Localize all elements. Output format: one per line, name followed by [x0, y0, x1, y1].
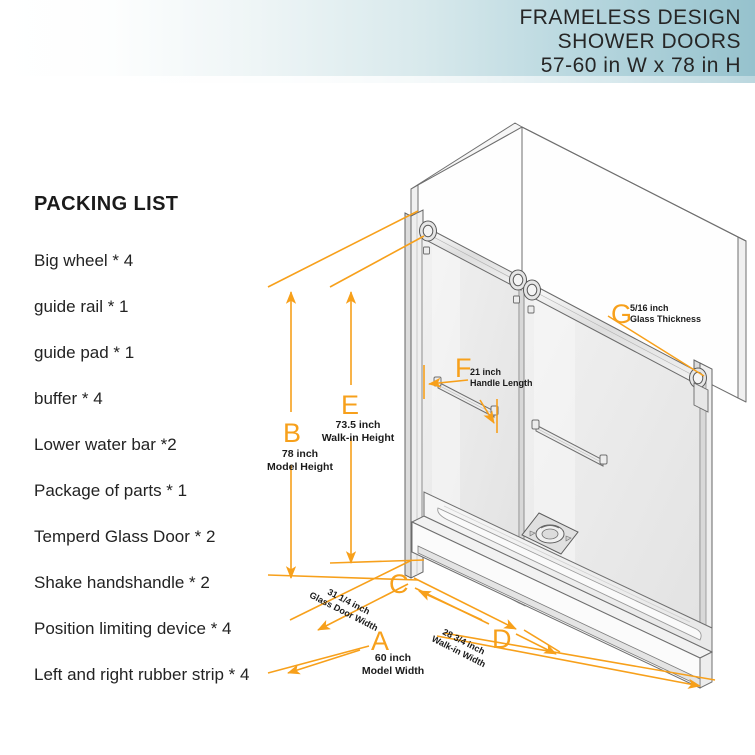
dimension-letter-c: C — [389, 569, 409, 599]
dimension-letter-e: E — [341, 390, 360, 420]
dimension-label-a: 60 inch Model Width — [349, 652, 437, 677]
list-item: buffer * 4 — [34, 389, 103, 408]
dimension-label-g: 5/16 inch Glass Thickness — [630, 303, 702, 325]
packing-list: Big wheel * 4 guide rail * 1 guide pad *… — [34, 238, 354, 698]
shake-handshandle-right — [531, 419, 608, 467]
dimension-name-g: Glass Thickness — [630, 314, 702, 324]
dimension-letter-f: F — [455, 353, 472, 383]
dimension-label-f: 21 inch Handle Length — [470, 367, 533, 389]
dimension-name-b: Model Height — [267, 460, 333, 473]
list-item: Temperd Glass Door * 2 — [34, 527, 216, 546]
dimension-value-a: 60 inch — [374, 652, 412, 664]
dimension-value-e: 73.5 inch — [335, 419, 381, 431]
dimension-letter-a: A — [371, 626, 390, 656]
dimension-name-a: Model Width — [361, 664, 425, 677]
list-item: Left and right rubber strip * 4 — [34, 665, 250, 684]
header-title-line-2: SHOWER DOORS — [557, 30, 741, 53]
dimension-name-f: Handle Length — [470, 378, 533, 388]
header-banner: FRAMELESS DESIGN SHOWER DOORS 57-60 in W… — [0, 0, 755, 83]
dimension-line-e — [329, 235, 425, 564]
dimension-line-c — [289, 559, 517, 631]
dimension-line-g — [607, 315, 705, 377]
header-size-spec: 57-60 in W x 78 in H — [540, 54, 741, 77]
roller-wheel-big — [419, 220, 707, 389]
dimension-value-b: 78 inch — [281, 448, 319, 460]
packing-list-title: PACKING LIST — [34, 193, 179, 215]
list-item: Shake handshandle * 2 — [34, 573, 210, 592]
dimension-name-e: Walk-in Height — [321, 431, 395, 444]
dimension-value-g: 5/16 inch — [630, 303, 669, 313]
list-item: Big wheel * 4 — [34, 251, 134, 270]
dimension-line-b — [267, 210, 419, 581]
shower-base-tray — [410, 491, 714, 689]
dimension-letter-b: B — [283, 418, 302, 448]
dimension-label-e: 73.5 inch Walk-in Height — [310, 419, 406, 444]
list-item: guide rail * 1 — [34, 297, 129, 316]
guide-pad-bracket — [423, 246, 709, 413]
dimension-letter-g: G — [611, 299, 633, 329]
dimension-line-d — [414, 587, 561, 655]
left-jamb-post — [404, 209, 424, 579]
list-item: Position limiting device * 4 — [34, 619, 232, 638]
list-item: Package of parts * 1 — [34, 481, 188, 500]
dimension-letter-d: D — [492, 624, 512, 654]
dimension-line-f — [423, 365, 498, 433]
list-item: Lower water bar *2 — [34, 435, 177, 454]
header-title-line-1: FRAMELESS DESIGN — [519, 6, 741, 29]
dimension-line-a — [267, 632, 716, 689]
dimension-lines — [267, 210, 716, 689]
list-item: guide pad * 1 — [34, 343, 135, 362]
dimension-value-f: 21 inch — [470, 367, 502, 377]
drain-plate — [521, 512, 579, 555]
dimension-label-b: 78 inch Model Height — [257, 448, 343, 473]
